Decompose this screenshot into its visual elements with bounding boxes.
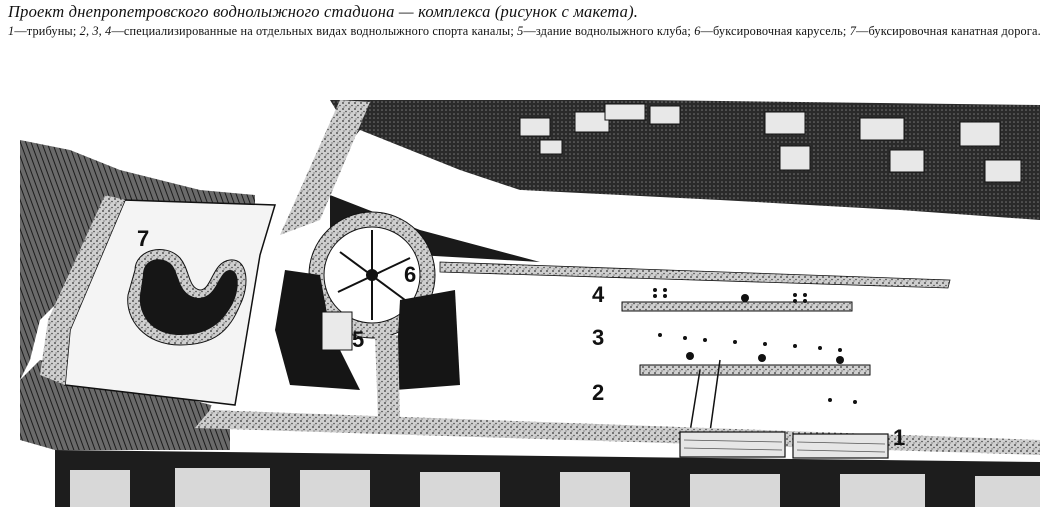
carousel-hub [366, 269, 378, 281]
label-3: 3 [592, 325, 604, 350]
legend-item-6: 6—буксировочная карусель; [694, 24, 850, 38]
buoys [653, 288, 857, 404]
legend-num: 1 [8, 24, 15, 38]
legend-item-1: 1—трибуны; [8, 24, 80, 38]
label-7: 7 [137, 226, 149, 251]
legend-sep: — [523, 24, 536, 38]
label-2: 2 [592, 380, 604, 405]
figure-caption: Проект днепропетровского воднолыжного ст… [8, 2, 1053, 39]
label-6: 6 [404, 262, 416, 287]
upper-road [280, 100, 370, 235]
legend-item-2: 2, 3, 4—специализированные на отдельных … [80, 24, 517, 38]
legend-sep: — [856, 24, 869, 38]
club-island [275, 270, 360, 390]
u-lagoon-water [139, 259, 238, 335]
legend-sep: — [14, 24, 27, 38]
legend-text: буксировочная канатная дорога. [868, 24, 1041, 38]
rope-lines [689, 359, 721, 433]
legend-sep: — [111, 24, 124, 38]
legend-num: 2, 3, 4 [79, 24, 112, 38]
legend-num: 7 [849, 24, 857, 38]
legend-num: 5 [517, 24, 524, 38]
label-1: 1 [893, 425, 905, 450]
bottom-buildings [70, 468, 1040, 507]
channel-3-pier [639, 364, 871, 376]
channel-4-pier [621, 301, 853, 312]
model-photo: 7 6 5 4 3 2 1 [0, 80, 1058, 507]
channel-boundary [439, 261, 951, 289]
grandstand-rows [683, 439, 886, 453]
legend-sep: — [700, 24, 713, 38]
right-island [395, 290, 460, 390]
site-plan-drawing: 7 6 5 4 3 2 1 [20, 100, 1040, 507]
pier [375, 335, 400, 420]
cable-ski-path [40, 195, 125, 385]
tow-posts [686, 294, 844, 364]
label-5: 5 [352, 327, 364, 352]
legend-text: буксировочная карусель; [712, 24, 850, 38]
figure-title: Проект днепропетровского воднолыжного ст… [8, 2, 639, 21]
legend-num: 6 [694, 24, 701, 38]
legend-item-7: 7—буксировочная канатная дорога. [850, 24, 1041, 38]
houses [519, 103, 1022, 183]
legend-item-5: 5—здание воднолыжного клуба; [517, 24, 694, 38]
legend-text: специализированные на отдельных видах во… [123, 24, 518, 38]
legend-text: здание воднолыжного клуба; [535, 24, 695, 38]
legend-text: трибуны; [26, 24, 80, 38]
club-building [321, 311, 353, 351]
label-4: 4 [592, 282, 605, 307]
grandstand-right [792, 433, 889, 459]
grandstand-left [679, 431, 786, 458]
left-shore [20, 140, 255, 380]
figure-legend: 1—трибуны; 2, 3, 4—специализированные на… [8, 24, 1053, 39]
